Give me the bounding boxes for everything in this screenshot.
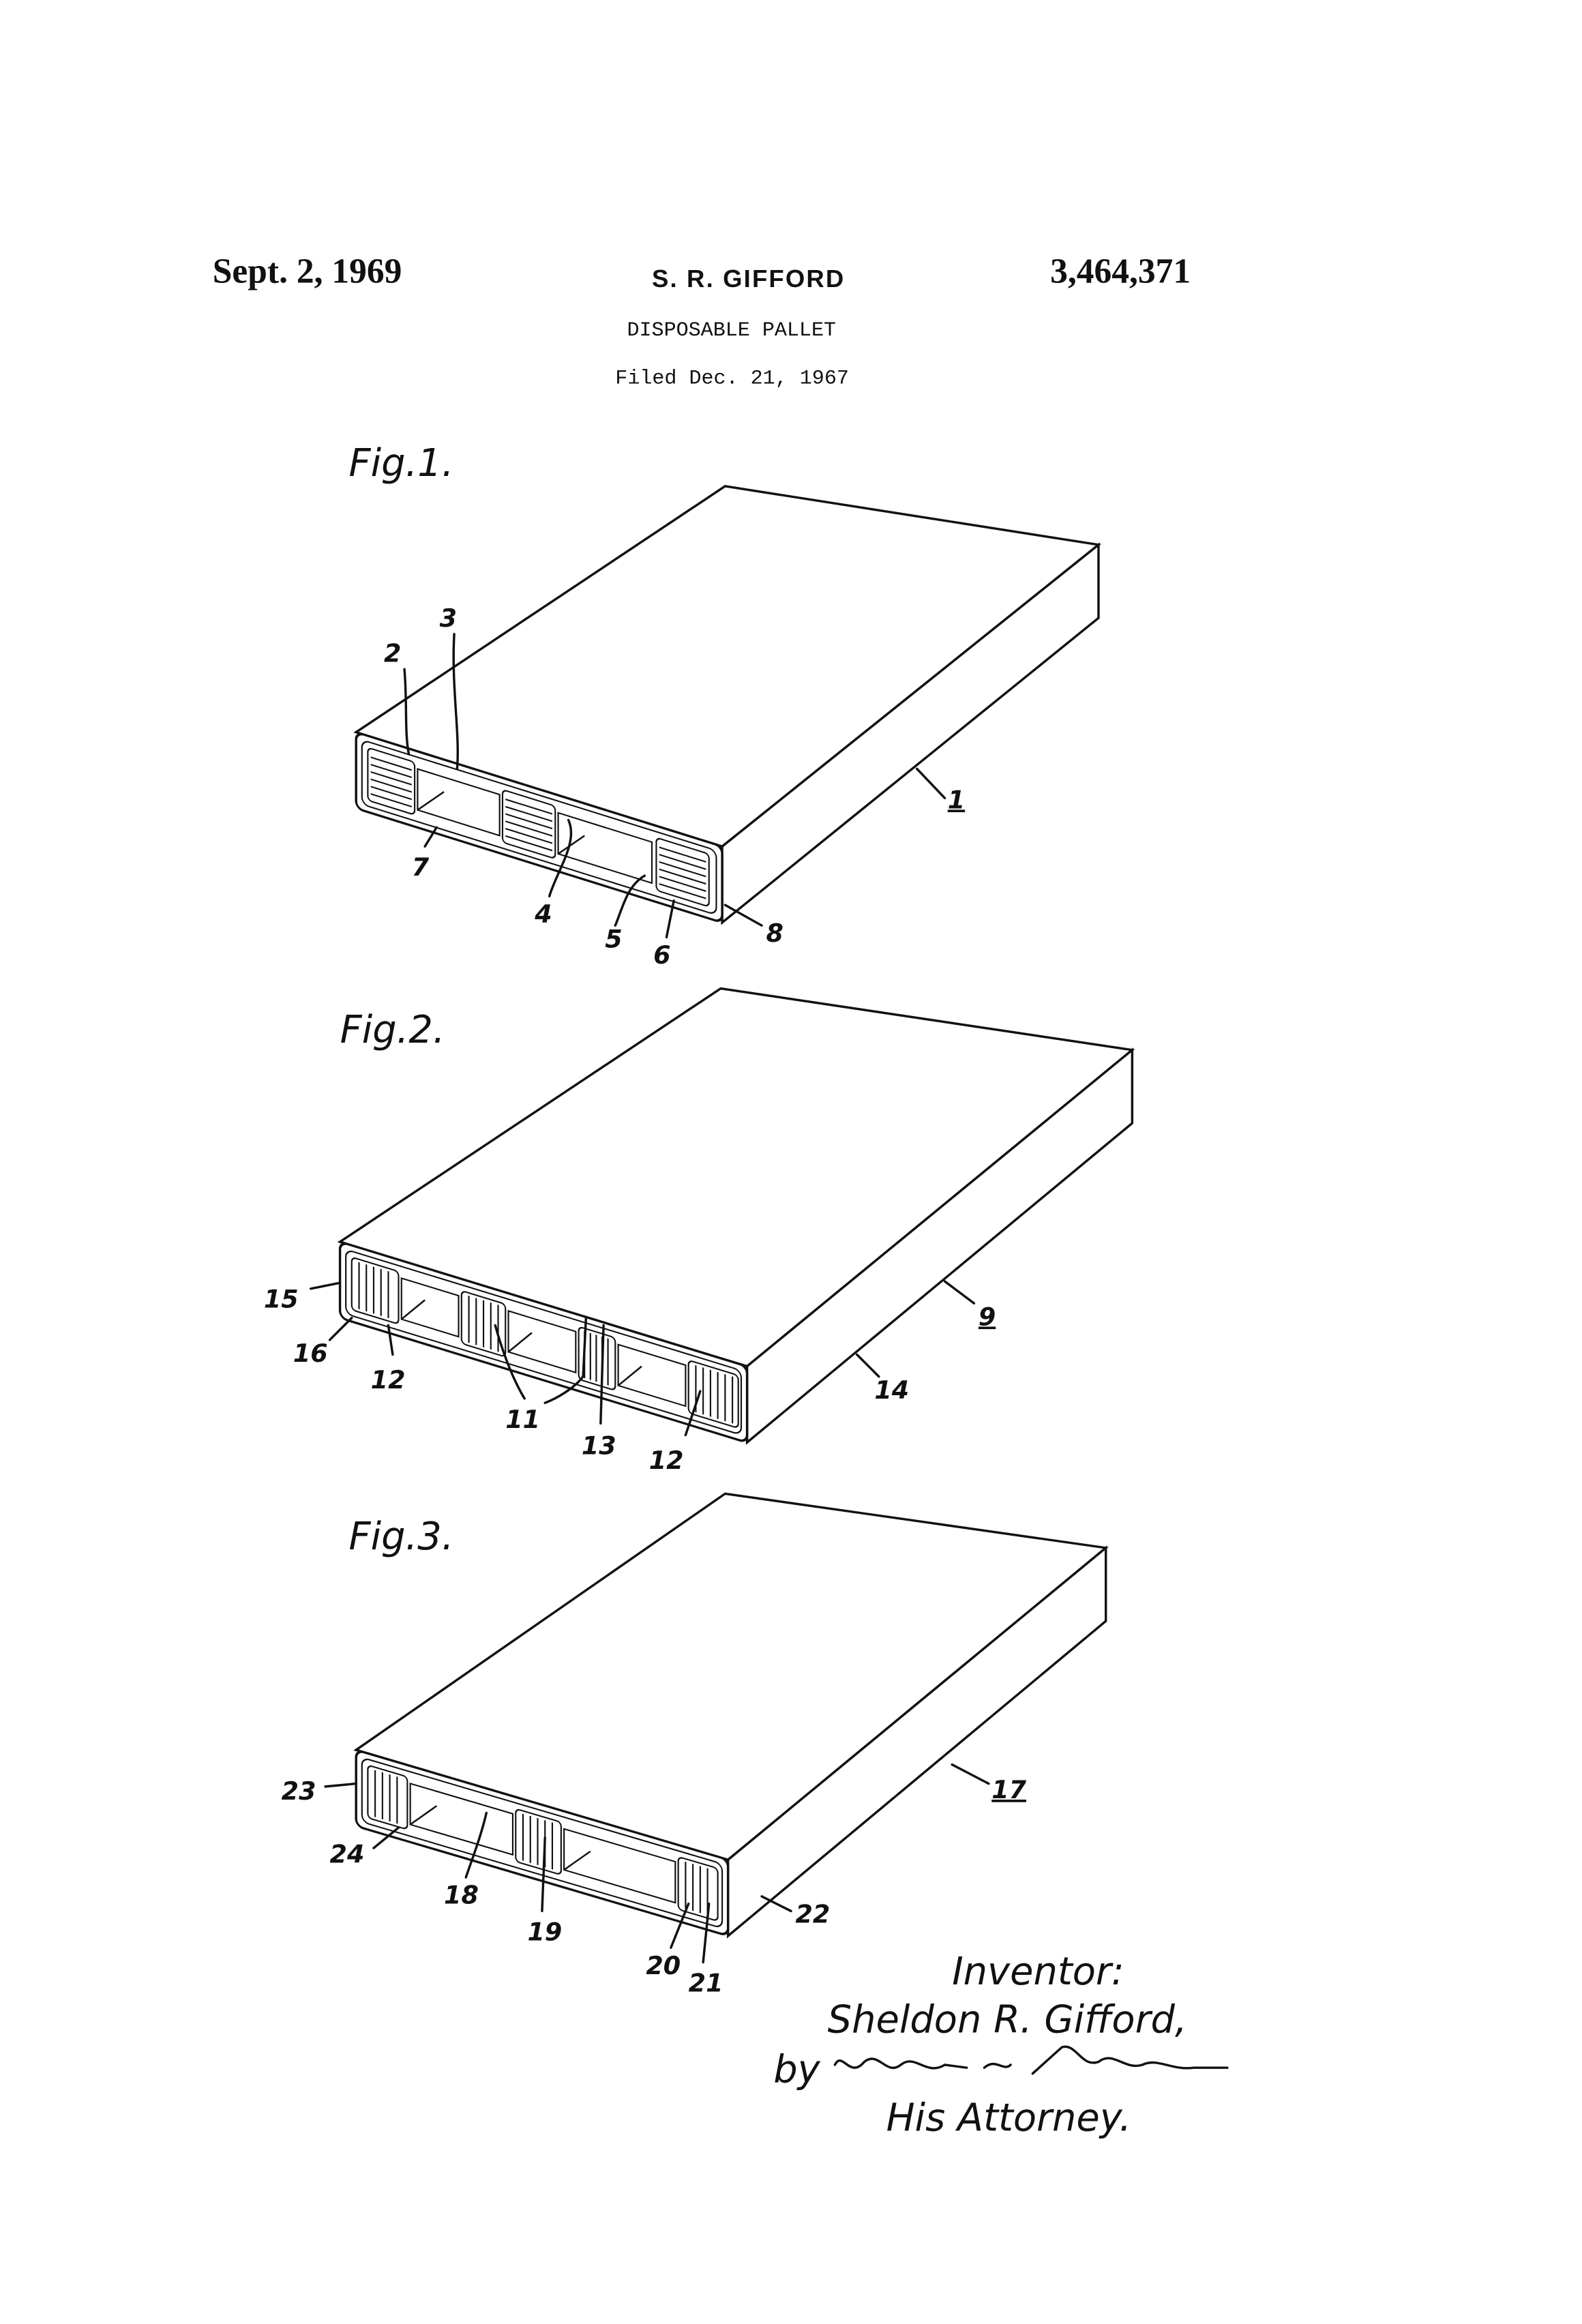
reference-numeral: 1 [948,785,965,814]
by-label: by [773,2048,820,2092]
reference-numeral: 22 [795,1900,830,1929]
figure-1: Fig.1. 2 3 1 7 4 5 6 8 [348,441,1098,970]
figure-3-label: Fig.3. [348,1515,453,1559]
patent-number: 3,464,371 [1050,252,1191,290]
reference-numeral: 15 [264,1285,299,1314]
figure-1-label: Fig.1. [348,441,453,486]
figure-2: Fig.2. 15 16 12 11 13 12 14 9 [264,989,1132,1475]
inventor-header: S. R. GIFFORD [652,265,845,293]
reference-numeral: 20 [646,1951,681,1980]
reference-numeral: 9 [979,1302,996,1331]
patent-date: Sept. 2, 1969 [213,252,402,290]
reference-numeral: 12 [371,1365,406,1395]
reference-numeral: 24 [330,1840,365,1869]
reference-numeral: 21 [689,1969,723,1998]
reference-numeral: 18 [444,1881,479,1910]
inventor-name: Sheldon R. Gifford, [828,1998,1187,2042]
reference-numeral: 8 [766,919,783,948]
figure-2-label: Fig.2. [340,1008,445,1052]
reference-numeral: 7 [412,852,430,882]
reference-numeral: 4 [534,899,552,929]
reference-numeral: 2 [384,639,401,668]
reference-numeral: 19 [527,1917,562,1946]
reference-numeral: 23 [282,1776,316,1806]
reference-numeral: 12 [649,1446,684,1475]
reference-numeral: 11 [505,1405,540,1434]
reference-numeral: 3 [440,604,457,633]
reference-numeral: 13 [582,1431,616,1460]
inventor-label: Inventor: [952,1950,1124,1994]
signature-block: Inventor: Sheldon R. Gifford, by His Att… [773,1950,1227,2141]
attorney-label: His Attorney. [886,2096,1132,2141]
figure-3: Fig.3. 23 24 18 19 20 21 22 17 [282,1493,1106,1997]
reference-numeral: 5 [605,924,622,953]
attorney-signature [835,2046,1227,2073]
reference-numeral: 17 [991,1775,1026,1804]
reference-numeral: 16 [293,1339,328,1368]
reference-numeral: 6 [653,940,670,970]
patent-title: DISPOSABLE PALLET [627,319,836,342]
reference-numeral: 14 [874,1375,909,1405]
filed-date: Filed Dec. 21, 1967 [615,368,849,391]
